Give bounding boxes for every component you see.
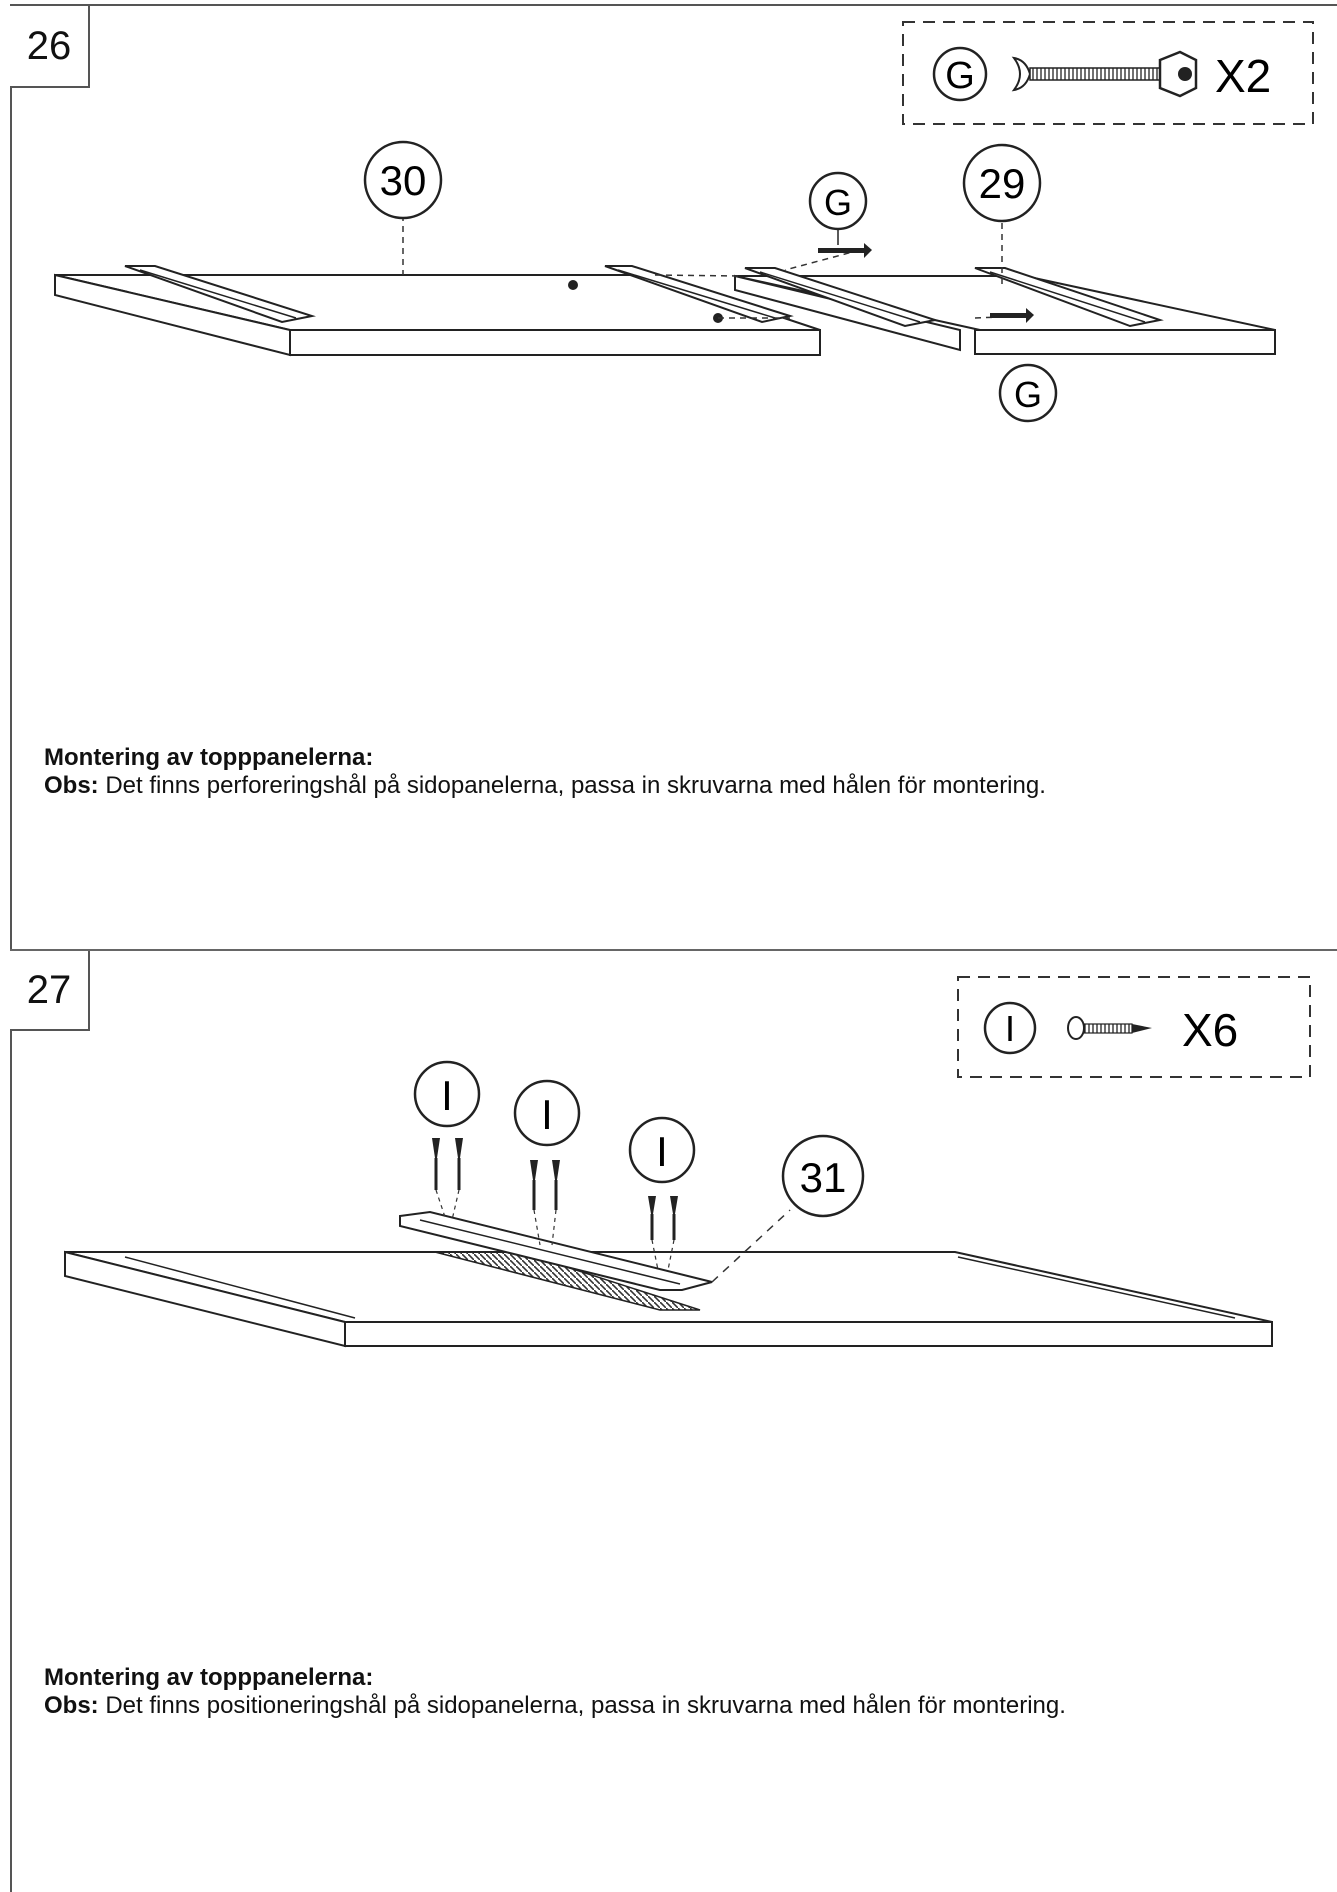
screws-i-group <box>432 1138 678 1271</box>
svg-text:G: G <box>1014 374 1042 415</box>
svg-text:G: G <box>824 182 852 223</box>
page-frame <box>10 4 1337 1892</box>
obs-text: Det finns perforeringshål på sidopaneler… <box>98 772 1046 799</box>
instruction-title: Montering av topppanelerna: <box>44 1664 374 1691</box>
svg-text:30: 30 <box>380 157 427 204</box>
svg-text:I: I <box>441 1072 453 1119</box>
callout-screw-g-bottom: G <box>998 363 1058 423</box>
callout-screw-i-1: I <box>413 1060 481 1128</box>
hardware-quantity-x6: X6 <box>1182 1004 1238 1056</box>
step-27-instructions: Montering av topppanelerna: Obs: Det fin… <box>44 1664 1066 1720</box>
step-number-26: 26 <box>10 6 90 88</box>
screw-g-top-icon <box>818 243 872 258</box>
svg-text:I: I <box>541 1091 553 1138</box>
callout-part-30: 30 <box>363 140 443 220</box>
obs-label: Obs: <box>44 772 99 799</box>
rail-31-drawing <box>399 1210 713 1291</box>
hardware-letter-g: G <box>945 55 975 97</box>
callout-part-31: 31 <box>781 1134 865 1218</box>
hardware-letter-i: I <box>1005 1008 1015 1049</box>
svg-text:I: I <box>656 1128 668 1175</box>
hardware-quantity-x2: X2 <box>1215 50 1271 102</box>
callout-screw-i-2: I <box>513 1079 581 1147</box>
callout-part-29: 29 <box>962 143 1042 223</box>
obs-label: Obs: <box>44 1692 99 1719</box>
step-27-hardware-box: I X6 <box>957 976 1311 1078</box>
screw-g-bottom-icon <box>990 308 1034 323</box>
step-divider <box>10 949 1337 951</box>
step-number-27: 27 <box>10 951 90 1031</box>
instruction-title: Montering av topppanelerna: <box>44 744 374 771</box>
step-26-instructions: Montering av topppanelerna: Obs: Det fin… <box>44 744 1046 800</box>
callout-screw-g-top: G <box>808 171 868 245</box>
obs-text: Det finns positioneringshål på sidopanel… <box>98 1692 1066 1719</box>
panel-30-drawing <box>54 265 821 357</box>
step-26-hardware-box: G X2 <box>902 21 1314 125</box>
svg-text:31: 31 <box>800 1154 847 1201</box>
panel-29-drawing <box>734 267 1276 355</box>
screw-i-icon <box>1067 1016 1152 1040</box>
svg-text:29: 29 <box>979 160 1026 207</box>
bolt-g-icon <box>1011 50 1198 98</box>
callout-screw-i-3: I <box>628 1116 696 1184</box>
